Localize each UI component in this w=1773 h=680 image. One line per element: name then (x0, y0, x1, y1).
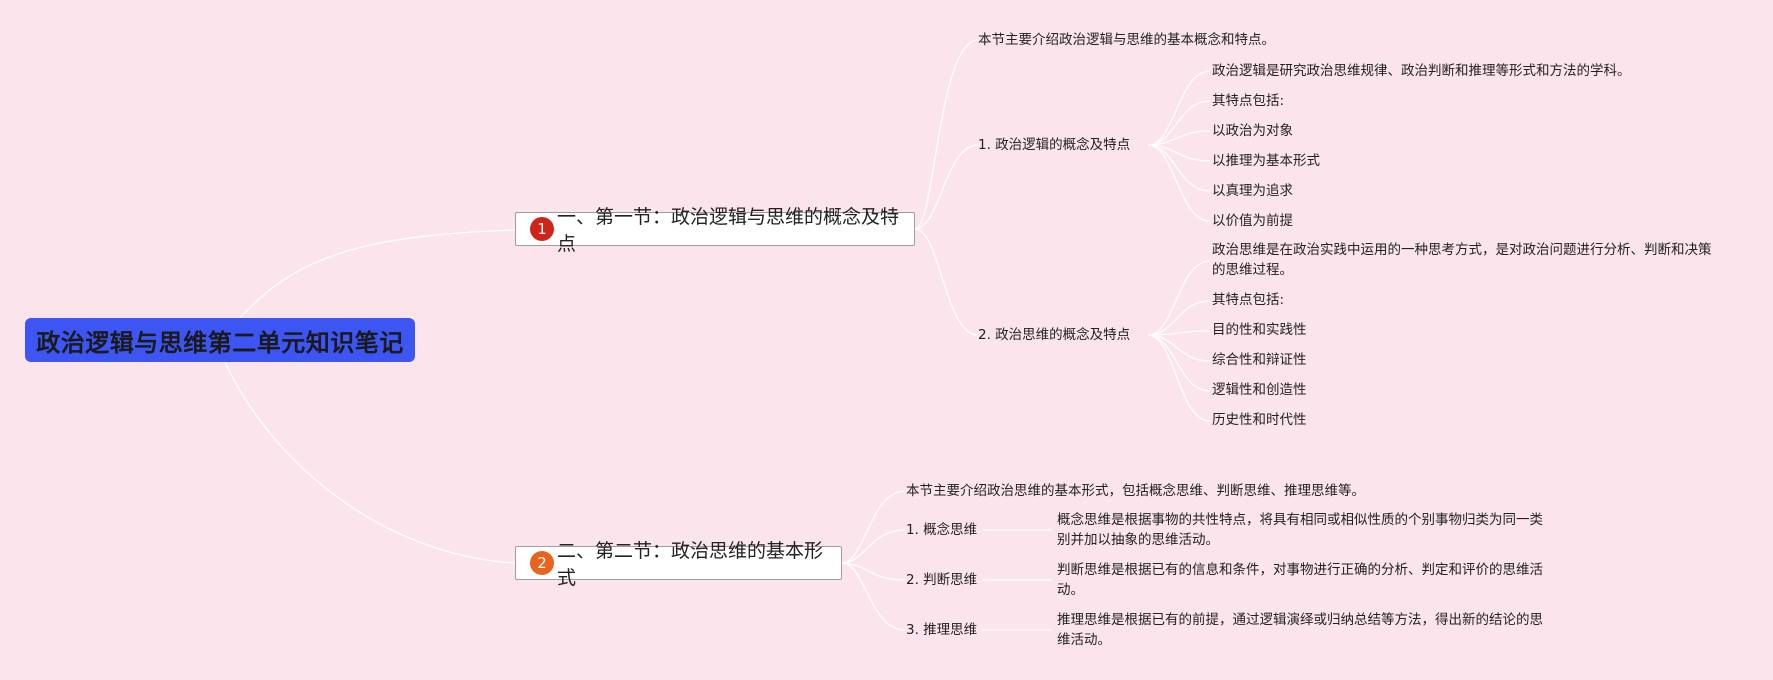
detail-concept-thinking[interactable]: 概念思维是根据事物的共性特点，将具有相同或相似性质的个别事物归类为同一类别并加以… (1057, 512, 1543, 548)
item-logic-features-label[interactable]: 其特点包括: (1212, 93, 1285, 109)
item-thinking-feature-4[interactable]: 历史性和时代性 (1212, 412, 1307, 428)
topic-political-thinking[interactable]: 2. 政治思维的概念及特点 (978, 327, 1131, 343)
item-logic-feature-3[interactable]: 以真理为追求 (1212, 183, 1293, 199)
topic-reasoning-thinking[interactable]: 3. 推理思维 (906, 622, 978, 638)
item-logic-feature-4[interactable]: 以价值为前提 (1212, 213, 1293, 229)
item-thinking-feature-2[interactable]: 综合性和辩证性 (1212, 352, 1307, 368)
item-thinking-definition[interactable]: 政治思维是在政治实践中运用的一种思考方式，是对政治问题进行分析、判断和决策的思维… (1212, 242, 1712, 278)
branch-section-1-title: 一、第一节：政治逻辑与思维的概念及特点 (557, 206, 900, 255)
section-2-intro[interactable]: 本节主要介绍政治思维的基本形式，包括概念思维、判断思维、推理思维等。 (906, 483, 1365, 499)
item-logic-definition[interactable]: 政治逻辑是研究政治思维规律、政治判断和推理等形式和方法的学科。 (1212, 63, 1631, 79)
priority-1-badge: 1 (530, 217, 554, 241)
topic-political-logic[interactable]: 1. 政治逻辑的概念及特点 (978, 137, 1131, 153)
branch-section-1[interactable]: 1 一、第一节：政治逻辑与思维的概念及特点 (515, 206, 915, 255)
detail-reasoning-thinking[interactable]: 推理思维是根据已有的前提，通过逻辑演绎或归纳总结等方法，得出新的结论的思维活动。 (1057, 612, 1543, 648)
item-logic-feature-2[interactable]: 以推理为基本形式 (1212, 153, 1320, 169)
branch-section-2[interactable]: 2 二、第二节：政治思维的基本形式 (515, 540, 842, 589)
item-thinking-feature-1[interactable]: 目的性和实践性 (1212, 322, 1307, 338)
topic-judgment-thinking[interactable]: 2. 判断思维 (906, 572, 978, 588)
priority-2-badge: 2 (530, 551, 554, 575)
branch-section-2-title: 二、第二节：政治思维的基本形式 (557, 540, 824, 589)
item-thinking-features-label[interactable]: 其特点包括: (1212, 292, 1285, 308)
section-1-intro[interactable]: 本节主要介绍政治逻辑与思维的基本概念和特点。 (978, 32, 1275, 48)
root-topic[interactable]: 政治逻辑与思维第二单元知识笔记 (25, 318, 415, 362)
item-logic-feature-1[interactable]: 以政治为对象 (1212, 123, 1293, 139)
topic-concept-thinking[interactable]: 1. 概念思维 (906, 522, 978, 538)
detail-judgment-thinking[interactable]: 判断思维是根据已有的信息和条件，对事物进行正确的分析、判定和评价的思维活动。 (1057, 562, 1543, 598)
item-thinking-feature-3[interactable]: 逻辑性和创造性 (1212, 382, 1307, 398)
